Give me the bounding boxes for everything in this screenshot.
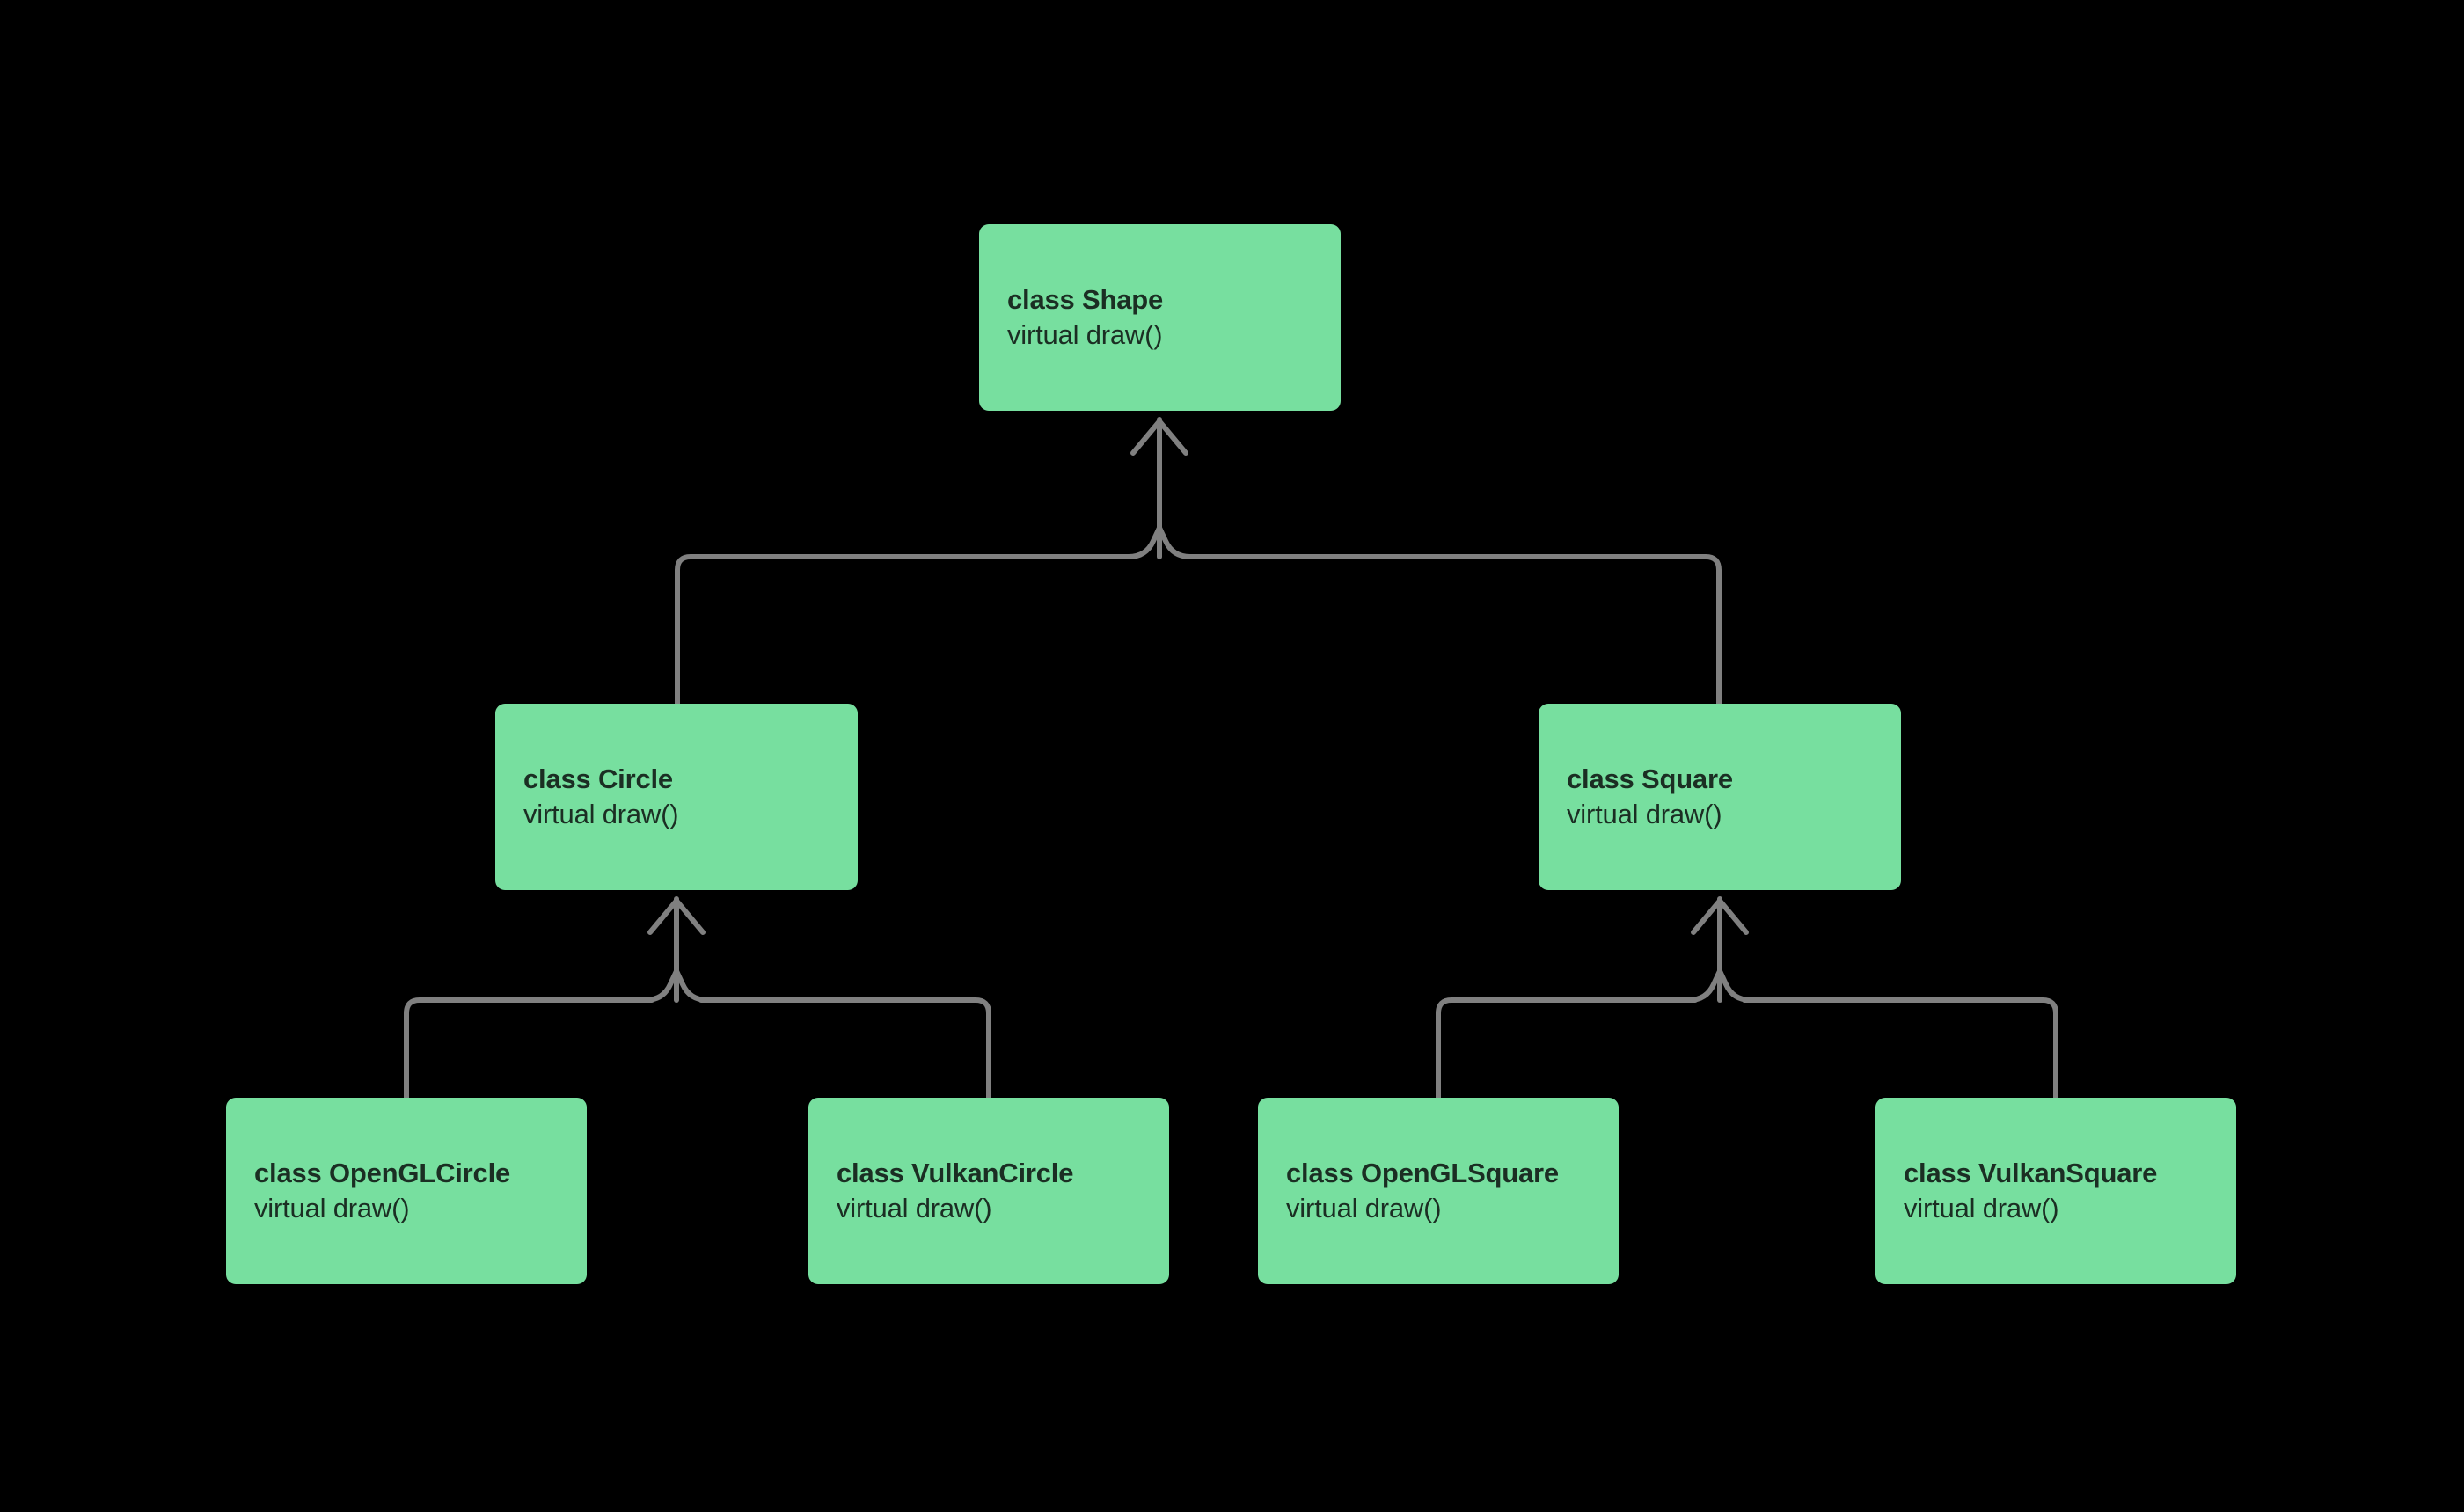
edge-circle-bus-center <box>643 964 710 1003</box>
edge-arrowhead-circle <box>647 896 706 1003</box>
class-node-vulkan-square[interactable]: class VulkanSquare virtual draw() <box>1875 1098 2236 1284</box>
class-member-label: virtual draw() <box>1904 1193 2059 1223</box>
edge-square-bus-center <box>1686 964 1753 1003</box>
class-name-label: class Shape <box>1007 284 1164 316</box>
edge-square-to-shape <box>1181 554 1722 706</box>
class-node-circle[interactable]: class Circle virtual draw() <box>495 704 858 890</box>
class-member-label: virtual draw() <box>837 1193 992 1223</box>
edge-vulkan-square-to-square <box>1742 997 2058 1100</box>
class-member-label: virtual draw() <box>523 799 679 829</box>
edge-arrowhead-shape <box>1130 417 1188 559</box>
edge-vulkan-circle-to-circle <box>698 997 991 1100</box>
class-member-label: virtual draw() <box>1286 1193 1442 1223</box>
class-name-label: class OpenGLSquare <box>1286 1158 1559 1189</box>
class-member-label: virtual draw() <box>1007 319 1163 350</box>
edge-shape-bus-center <box>1126 521 1193 559</box>
class-node-vulkan-circle[interactable]: class VulkanCircle virtual draw() <box>808 1098 1169 1284</box>
class-name-label: class Square <box>1567 763 1733 795</box>
class-member-label: virtual draw() <box>1567 799 1722 829</box>
edge-opengl-square-to-square <box>1436 997 1698 1100</box>
class-name-label: class VulkanCircle <box>837 1158 1074 1189</box>
class-node-opengl-square[interactable]: class OpenGLSquare virtual draw() <box>1258 1098 1619 1284</box>
class-name-label: class Circle <box>523 763 673 795</box>
class-member-label: virtual draw() <box>254 1193 410 1223</box>
class-name-label: class OpenGLCircle <box>254 1158 511 1189</box>
class-node-square[interactable]: class Square virtual draw() <box>1539 704 1901 890</box>
class-node-opengl-circle[interactable]: class OpenGLCircle virtual draw() <box>226 1098 587 1284</box>
class-name-label: class VulkanSquare <box>1904 1158 2158 1189</box>
class-node-shape[interactable]: class Shape virtual draw() <box>979 224 1341 411</box>
edge-opengl-circle-to-circle <box>404 997 654 1100</box>
edge-circle-to-shape <box>675 554 1137 706</box>
edge-arrowhead-square <box>1691 896 1749 1003</box>
